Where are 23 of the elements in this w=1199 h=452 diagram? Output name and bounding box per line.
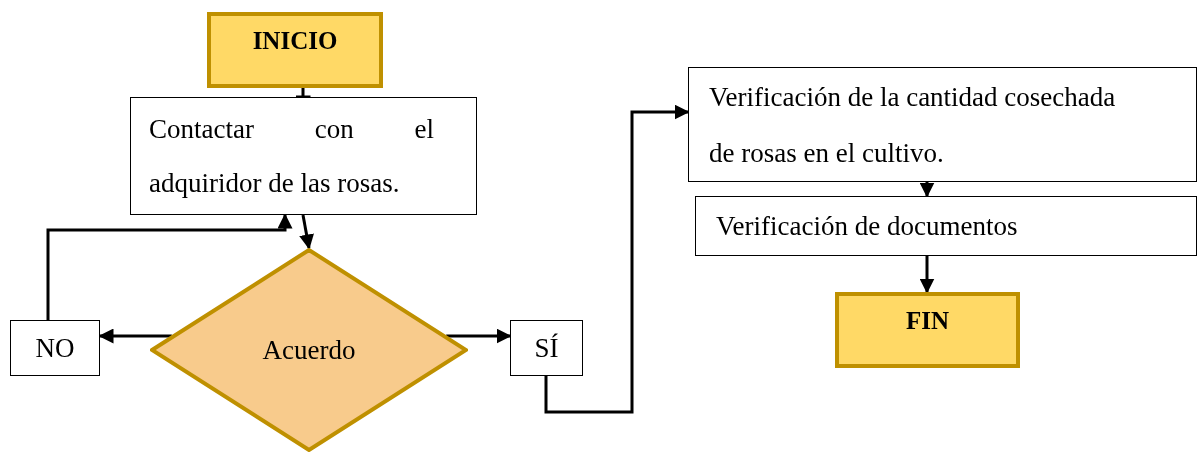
arrow xyxy=(544,104,690,414)
decision-diamond xyxy=(150,248,468,452)
process-box xyxy=(688,67,1197,182)
node-label: Verificación de la cantidad cosechada de rosas en el cultivo. xyxy=(709,80,1117,170)
arrow xyxy=(98,328,172,344)
node-label: Acuerdo xyxy=(262,335,356,365)
process-box xyxy=(695,196,1197,256)
node-label: FIN xyxy=(905,306,950,336)
start-box xyxy=(207,12,383,88)
arrow xyxy=(446,328,512,344)
node-label: NO xyxy=(35,333,75,363)
arrow xyxy=(919,182,935,198)
answer-box xyxy=(510,320,583,376)
arrow xyxy=(299,214,314,250)
end-box xyxy=(835,292,1020,368)
node-label: INICIO xyxy=(252,26,338,56)
arrow xyxy=(919,256,935,294)
node-label: Contactar con el adquiridor de las rosas. xyxy=(149,113,434,200)
process-box xyxy=(130,97,477,215)
node-label: SÍ xyxy=(534,333,559,363)
arrow xyxy=(46,213,293,320)
answer-box xyxy=(10,320,100,376)
node-label: Verificación de documentos xyxy=(716,211,1019,241)
